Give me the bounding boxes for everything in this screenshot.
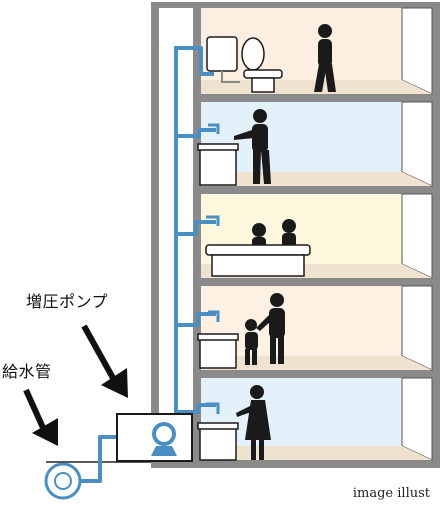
branch-floor-1 <box>176 46 214 76</box>
floor-4-floor <box>201 356 432 370</box>
sink-icon-floor-5 <box>197 402 239 461</box>
sink-icon-floor-2 <box>197 123 239 186</box>
branch-floor-4 <box>176 312 216 327</box>
booster-pump-label: 増圧ポンプ <box>26 292 109 311</box>
child-silhouette <box>245 319 258 365</box>
branch-floor-3 <box>176 220 216 236</box>
toilet-icon <box>206 36 283 93</box>
floor-1-side-wall <box>401 7 433 95</box>
water-main-icon <box>44 462 82 500</box>
floor-3-side-wall <box>401 193 433 279</box>
person-washing <box>234 109 271 184</box>
person-walking <box>314 24 336 92</box>
floor-5-side-wall <box>401 377 433 461</box>
adult-silhouette <box>256 293 285 364</box>
floor-2 <box>201 101 433 187</box>
water-main-label: 給水管 <box>2 362 52 381</box>
floor-5-floor <box>201 446 432 460</box>
image-caption: image illust <box>352 486 430 501</box>
branch-floor-2 <box>176 128 216 138</box>
woman-silhouette <box>236 385 271 460</box>
booster-pump-icon <box>116 413 193 462</box>
arrow-to-pump <box>81 324 128 398</box>
washbasin-icon <box>197 310 239 369</box>
floor-5 <box>201 377 433 461</box>
bathtub-icon <box>205 215 311 277</box>
arrow-to-main <box>23 388 58 446</box>
floor-3 <box>201 193 433 279</box>
floor-4-side-wall <box>401 285 433 371</box>
floor-2-side-wall <box>401 101 433 187</box>
floor-4 <box>201 285 433 371</box>
